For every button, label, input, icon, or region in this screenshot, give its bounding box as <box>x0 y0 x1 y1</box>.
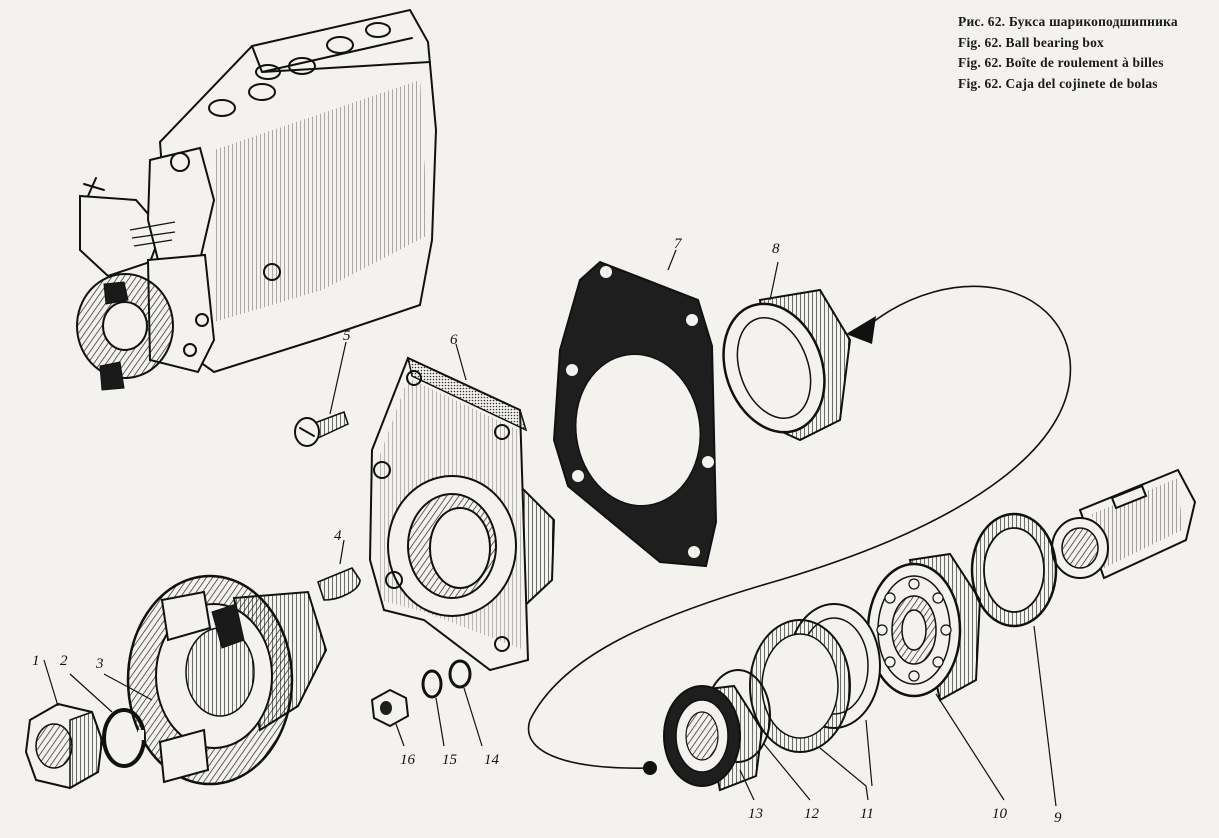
caption-russian: Рис. 62. Букса шарикоподшипника <box>958 14 1178 29</box>
housing-ports <box>208 22 391 117</box>
part-2-washer <box>69 673 146 768</box>
part-10-ball-bearing <box>866 552 1005 801</box>
part-15-washer <box>421 669 445 747</box>
part-3-leader <box>103 673 153 701</box>
caption-english: Fig. 62. Ball bearing box <box>958 34 1105 50</box>
callout-15: 15 <box>442 752 458 768</box>
pump-housing <box>76 8 438 391</box>
callout-numbers: 1 2 3 4 5 6 7 8 9 10 11 12 13 14 15 16 <box>32 236 1062 826</box>
caption-spanish: Fig. 62. Caja del cojinete de bolas <box>958 75 1158 91</box>
callout-3: 3 <box>95 656 104 672</box>
part-5-screw <box>294 341 349 447</box>
callout-11: 11 <box>860 806 874 822</box>
callout-14: 14 <box>484 752 500 768</box>
callout-9: 9 <box>1054 810 1062 826</box>
assembly-path-line <box>527 285 1072 775</box>
part-4-key <box>317 539 361 601</box>
callout-16: 16 <box>400 752 416 768</box>
callout-8: 8 <box>772 241 780 257</box>
callout-7: 7 <box>674 236 683 252</box>
callout-1: 1 <box>32 653 40 669</box>
callout-13: 13 <box>748 806 763 822</box>
callout-10: 10 <box>992 806 1008 822</box>
callout-5: 5 <box>343 328 351 344</box>
part-14-washer <box>448 659 483 747</box>
part-11-shims <box>749 603 881 801</box>
part-7-gasket <box>552 249 718 568</box>
part-1-nut <box>24 659 104 790</box>
shaft <box>1051 468 1197 580</box>
callout-6: 6 <box>450 332 458 348</box>
callout-2: 2 <box>60 653 68 669</box>
arrow-icon <box>846 316 876 344</box>
callout-4: 4 <box>334 528 342 544</box>
part-9-seal <box>970 512 1058 807</box>
callout-12: 12 <box>804 806 820 822</box>
caption-french: Fig. 62. Boîte de roulement à billes <box>958 55 1164 70</box>
part-6-flange-housing <box>368 343 556 672</box>
part-16-nut <box>370 688 410 747</box>
figure-caption: Рис. 62. Букса шарикоподшипника Fig. 62.… <box>958 12 1178 94</box>
coupling-half <box>126 574 328 786</box>
part-13-seal <box>663 684 764 801</box>
part-8-race <box>722 261 852 442</box>
